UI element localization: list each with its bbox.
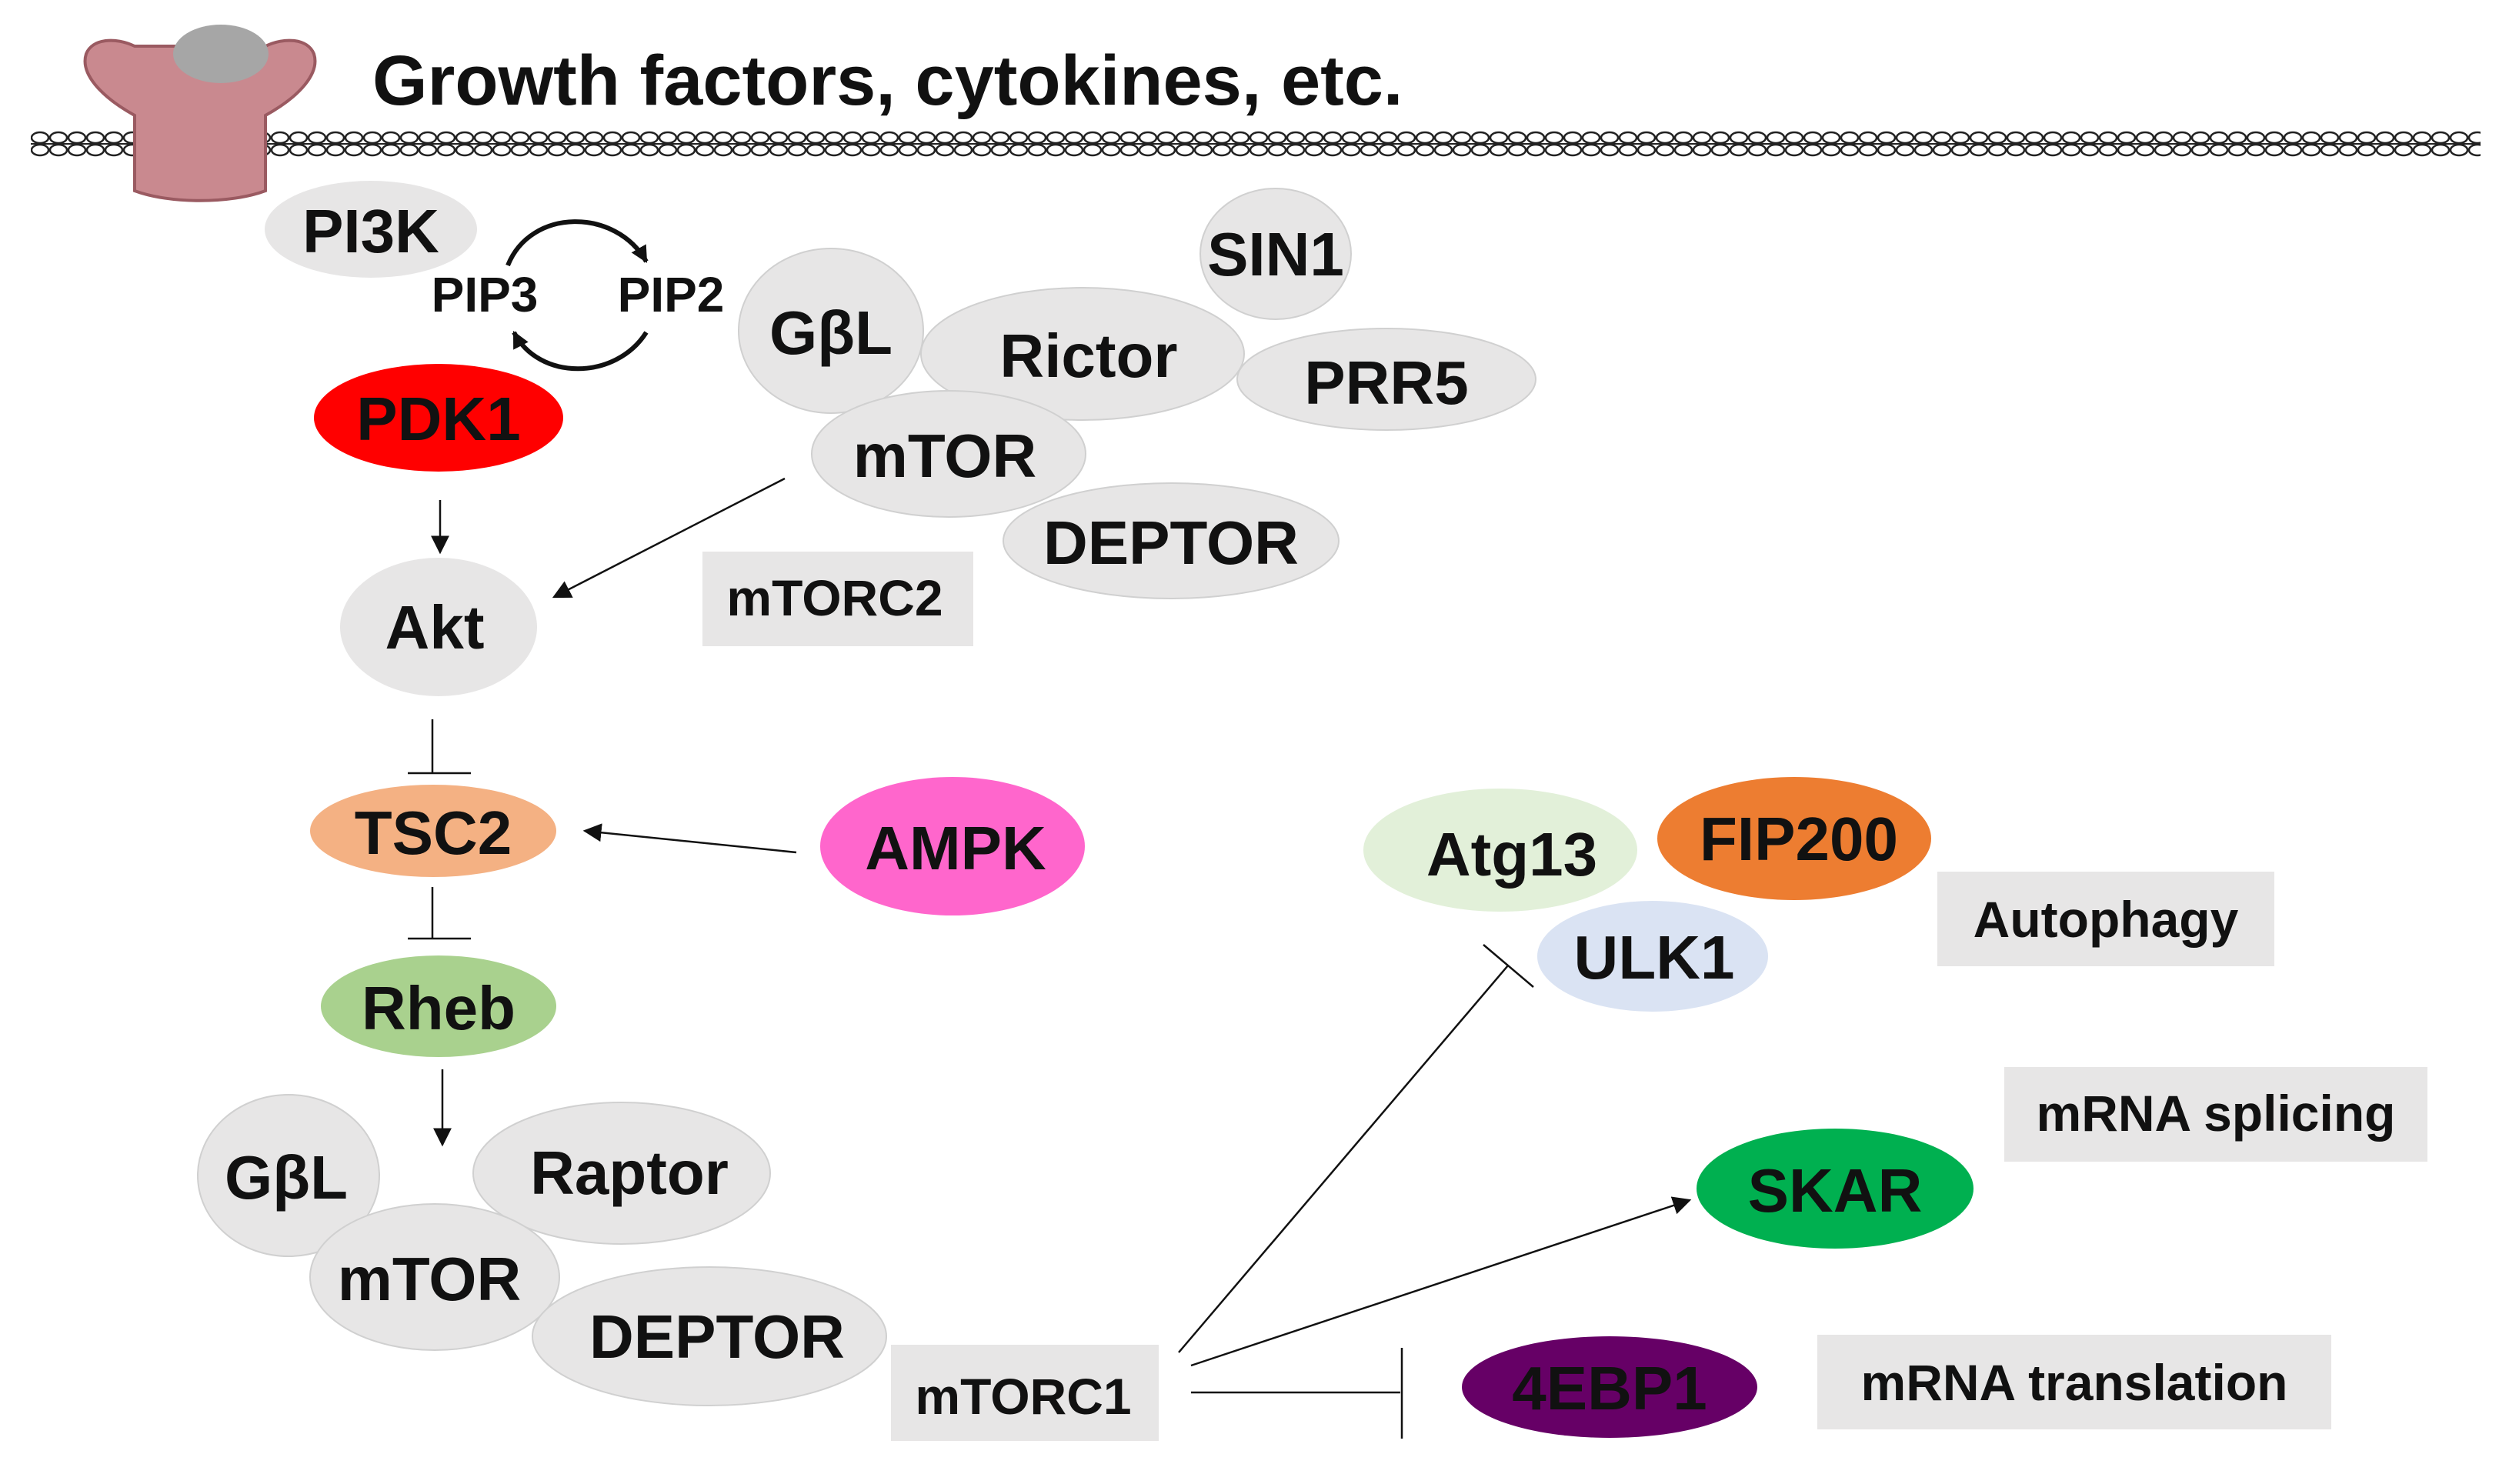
receptor-icon <box>83 25 317 202</box>
node-pip2-label: PIP2 <box>618 267 725 322</box>
mtorc1-box-label: mTORC1 <box>915 1368 1131 1425</box>
mrna-splicing-box: mRNA splicing <box>2004 1067 2427 1162</box>
node-ampk-label: AMPK <box>865 814 1046 882</box>
node-rheb-label: Rheb <box>362 974 515 1042</box>
node-atg13-label: Atg13 <box>1426 820 1597 889</box>
autophagy-box-label: Autophagy <box>1974 891 2239 948</box>
edge-mtorc1-ulk1 <box>1178 965 1509 1353</box>
node-skar-label: SKAR <box>1748 1156 1923 1225</box>
mtorc2-rictor-label: Rictor <box>999 322 1177 390</box>
page-title: Growth factors, cytokines, etc. <box>372 42 1403 120</box>
node-tsc2: TSC2 <box>310 785 556 877</box>
node-pdk1: PDK1 <box>314 364 563 472</box>
node-pip3-label: PIP3 <box>432 267 539 322</box>
node-ampk: AMPK <box>820 777 1085 915</box>
mtorc2-mtor-label: mTOR <box>853 422 1037 490</box>
node-tsc2-label: TSC2 <box>355 799 512 867</box>
mtorc1-box: mTORC1 <box>891 1345 1159 1441</box>
node-akt-label: Akt <box>385 593 485 662</box>
mtorc2-box-label: mTORC2 <box>726 569 943 626</box>
node-akt: Akt <box>340 558 537 696</box>
edge-ampk-tsc2 <box>582 823 797 854</box>
pip-cycle-arrows <box>505 219 649 372</box>
autophagy-complex: Atg13 FIP200 ULK1 <box>1363 777 1931 1012</box>
mtorc2-complex: SIN1 GβL PRR5 Rictor DEPTOR mTOR <box>738 188 1536 599</box>
cell-membrane <box>31 131 2481 157</box>
node-pdk1-label: PDK1 <box>356 385 520 453</box>
autophagy-box: Autophagy <box>1937 872 2274 966</box>
mtorc1-complex: GβL Raptor mTOR DEPTOR <box>197 1094 887 1406</box>
mtorc2-sin1-label: SIN1 <box>1207 220 1344 288</box>
node-rheb: Rheb <box>321 955 556 1057</box>
mtorc1-raptor-label: Raptor <box>530 1139 729 1207</box>
mtorc2-deptor-label: DEPTOR <box>1043 509 1299 577</box>
mtorc2-gbl-label: GβL <box>769 298 892 367</box>
edges <box>408 477 1692 1439</box>
node-skar: SKAR <box>1697 1129 1974 1249</box>
node-4ebp1: 4EBP1 <box>1462 1336 1757 1438</box>
edge-mtorc1-skar <box>1190 1196 1692 1367</box>
mrna-splicing-box-label: mRNA splicing <box>2037 1085 2396 1142</box>
mtorc1-gbl-label: GβL <box>225 1143 348 1212</box>
mrna-translation-box-label: mRNA translation <box>1861 1354 2288 1411</box>
node-ulk1-label: ULK1 <box>1574 923 1735 992</box>
mrna-translation-box: mRNA translation <box>1817 1335 2331 1429</box>
mtorc2-prr5-label: PRR5 <box>1304 348 1468 417</box>
node-pi3k-label: PI3K <box>302 197 439 265</box>
node-pi3k: PI3K <box>265 181 477 278</box>
mtorc1-mtor-label: mTOR <box>338 1245 522 1313</box>
node-4ebp1-label: 4EBP1 <box>1512 1354 1707 1422</box>
edge-mtorc2-akt <box>552 477 786 599</box>
mtorc2-box: mTORC2 <box>702 552 973 646</box>
mtorc1-deptor-label: DEPTOR <box>589 1302 845 1371</box>
node-fip200-label: FIP200 <box>1700 805 1898 873</box>
